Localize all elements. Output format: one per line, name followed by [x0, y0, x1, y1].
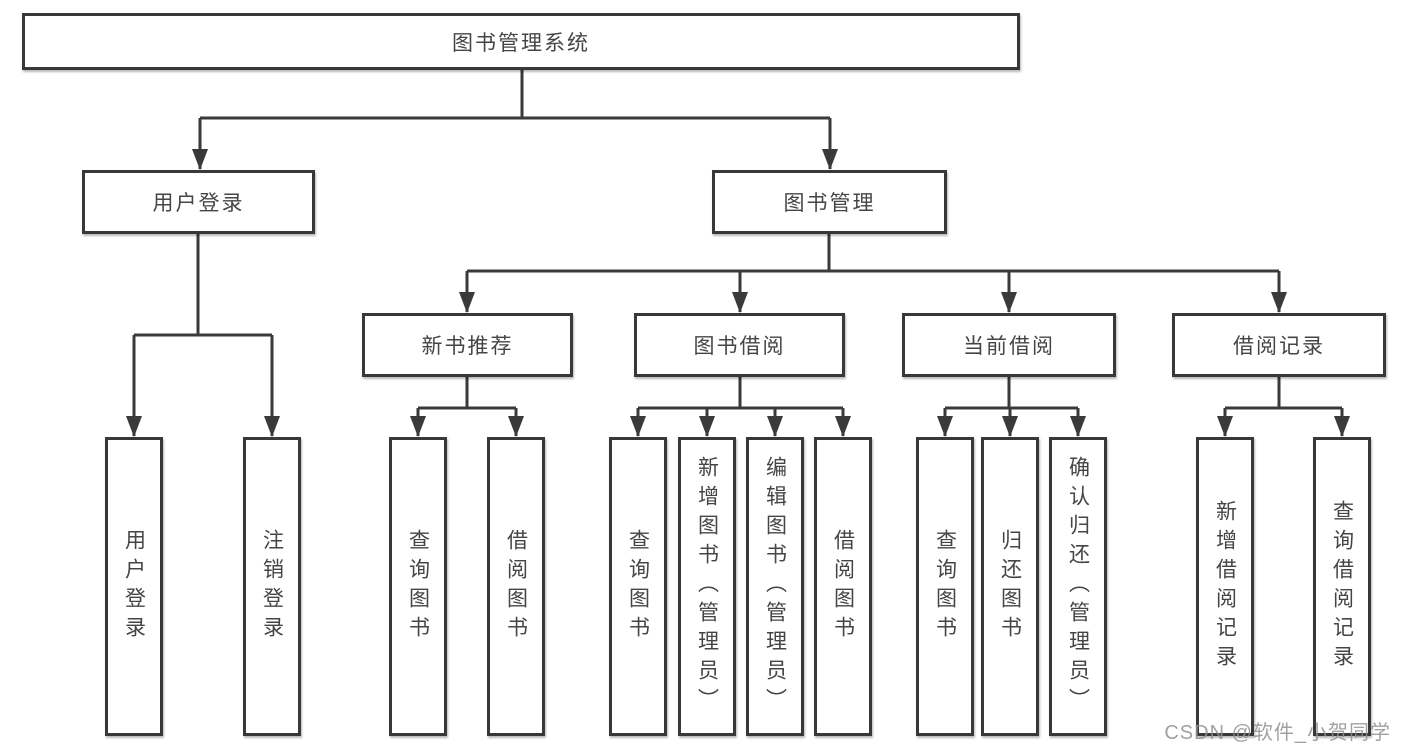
node-label: 编辑图书（管理员） — [763, 456, 787, 717]
leaf-records-add-record: 新增借阅记录 — [1196, 437, 1254, 736]
node-label: 借阅图书 — [504, 528, 528, 645]
leaf-user-login: 用户登录 — [105, 437, 163, 736]
node-module-borrowing-records: 借阅记录 — [1172, 313, 1386, 377]
node-label: 新书推荐 — [421, 335, 514, 358]
node-root-label: 图书管理系统 — [452, 31, 590, 55]
csdn-watermark: CSDN @软件_小贺同学 — [1164, 722, 1391, 744]
node-label: 查询借阅记录 — [1330, 499, 1354, 674]
node-module-current-borrowing: 当前借阅 — [902, 313, 1116, 377]
node-label: 图书借阅 — [693, 335, 786, 358]
node-label: 确认归还（管理员） — [1066, 456, 1090, 717]
node-label: 用户登录 — [152, 192, 245, 215]
node-branch-book-management: 图书管理 — [712, 170, 947, 234]
leaf-borrowing-add-books-admin: 新增图书（管理员） — [678, 437, 736, 736]
leaf-recommend-borrow-books: 借阅图书 — [487, 437, 545, 736]
node-label: 查询图书 — [626, 528, 650, 645]
leaf-recommend-query-books: 查询图书 — [389, 437, 447, 736]
node-label: 新增借阅记录 — [1213, 499, 1237, 674]
leaf-current-query-books: 查询图书 — [916, 437, 974, 736]
node-label: 归还图书 — [998, 528, 1022, 645]
node-label: 查询图书 — [933, 528, 957, 645]
node-root-system: 图书管理系统 — [22, 13, 1020, 70]
node-label: 图书管理 — [783, 192, 876, 215]
leaf-borrowing-edit-books-admin: 编辑图书（管理员） — [746, 437, 804, 736]
leaf-records-query-record: 查询借阅记录 — [1313, 437, 1371, 736]
leaf-borrowing-borrow-books: 借阅图书 — [814, 437, 872, 736]
node-label: 新增图书（管理员） — [695, 456, 719, 717]
leaf-logout: 注销登录 — [243, 437, 301, 736]
node-module-new-book-recommendation: 新书推荐 — [362, 313, 573, 377]
node-label: 借阅图书 — [831, 528, 855, 645]
leaf-borrowing-query-books: 查询图书 — [609, 437, 667, 736]
node-label: 查询图书 — [406, 528, 430, 645]
node-module-book-borrowing: 图书借阅 — [634, 313, 845, 377]
node-label: 借阅记录 — [1233, 335, 1325, 358]
node-label: 当前借阅 — [963, 335, 1055, 358]
leaf-current-confirm-return-admin: 确认归还（管理员） — [1049, 437, 1107, 736]
node-label: 用户登录 — [122, 528, 146, 645]
node-branch-user-login: 用户登录 — [82, 170, 315, 234]
leaf-current-return-books: 归还图书 — [981, 437, 1039, 736]
node-label: 注销登录 — [260, 528, 284, 645]
